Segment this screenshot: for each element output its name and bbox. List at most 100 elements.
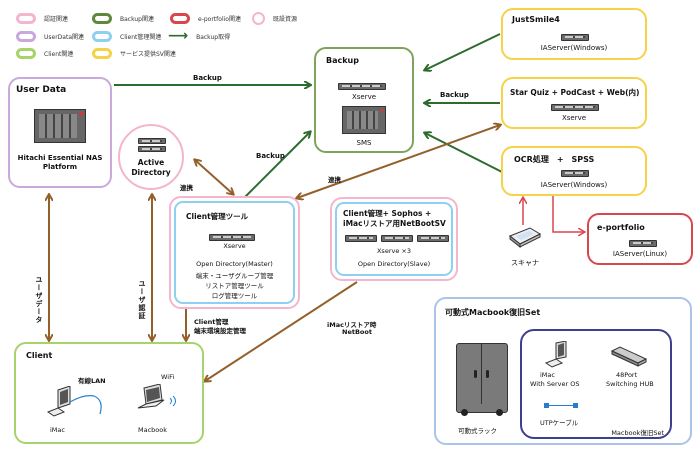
xserve-icon — [209, 234, 255, 241]
server-icon — [138, 146, 166, 152]
legend-swatch — [92, 31, 112, 42]
client-tool-server: Xserve — [223, 242, 246, 250]
scanner-label: スキャナ — [511, 259, 539, 267]
legend-label: Client管理関連 — [120, 34, 162, 41]
scanner-graphic — [509, 227, 542, 249]
server-icon — [629, 240, 657, 247]
backup-title: Backup — [326, 56, 359, 65]
legend-item-userdata: UserData関連 — [16, 31, 84, 42]
justsmile-title: JustSmile4 — [512, 15, 560, 24]
legend-swatch — [252, 12, 265, 25]
arrow-justsmile-to-backup — [425, 33, 501, 70]
imac-server-line1: iMac — [540, 371, 555, 379]
utp-label: UTPケーブル — [540, 419, 579, 427]
legend-item-existing: 既設資源 — [252, 12, 297, 25]
arrow-clienttool-to-backup — [244, 132, 310, 198]
client-sophos-node: Client管理+ Sophos + iMacリストア用NetBootSV Xs… — [335, 202, 453, 276]
legend-swatch — [16, 31, 36, 42]
legend-label: 既設資源 — [273, 16, 298, 23]
legend-swatch — [92, 13, 112, 24]
recovery-title: 可動式Macbook復旧Set — [445, 308, 541, 317]
recovery-inner-set: iMac With Server OS 48Port Switching HUB… — [520, 329, 672, 439]
sophos-title-line1: Client管理+ Sophos + — [343, 209, 432, 218]
client-tool-node-outer: Client管理ツール Xserve Open Directory(Master… — [169, 196, 300, 309]
starquiz-server-label: Xserve — [561, 114, 587, 122]
client-tool-line: リストア管理ツール — [205, 282, 264, 290]
legend-item-backup-get: ⟶ Backup取得 — [168, 28, 230, 44]
client-tool-node: Client管理ツール Xserve Open Directory(Master… — [174, 201, 295, 304]
xserve-icon — [551, 104, 599, 111]
starquiz-node: Star Quiz + PodCast + Web(内) Xserve — [501, 77, 647, 129]
edge-label-client-mgmt-2: 端末環境設定管理 — [194, 327, 246, 335]
sophos-server: Xserve ×3 — [376, 247, 411, 255]
edge-label-user-data: ユーザデータ — [35, 276, 43, 324]
arrow-sophos-client — [205, 281, 358, 381]
arrow-starquiz-clienttool-link — [297, 125, 500, 198]
macbook-icon — [137, 384, 176, 409]
ad-title-line2: Directory — [131, 168, 171, 177]
imac-server-icon — [544, 341, 567, 368]
client-tool-line: ログ管理ツール — [211, 292, 258, 300]
legend-swatch — [16, 48, 36, 59]
macbook-label: Macbook — [138, 426, 168, 434]
client-tool-line: Open Directory(Master) — [196, 260, 273, 268]
legend-label: 認証関連 — [44, 16, 69, 23]
legend-item-backup: Backup関連 — [92, 13, 154, 24]
recovery-set-node: 可動式Macbook復旧Set 可動式ラック iMac With Server … — [434, 297, 692, 445]
arrow-ad-clienttool-link — [195, 160, 233, 194]
edge-label-netboot-2: NetBoot — [342, 328, 372, 336]
backup-server-label: Xserve — [351, 93, 377, 101]
ocr-node: OCR処理 + SPSS IAServer(Windows) — [501, 146, 647, 196]
eportfolio-node: e-portfolio IAServer(Linux) — [587, 213, 693, 265]
server-icon — [561, 170, 589, 177]
edge-label-client-mgmt-1: Client管理 — [194, 318, 229, 326]
edge-label-netboot-1: iMacリストア時 — [327, 321, 377, 329]
user-data-title: User Data — [16, 85, 67, 95]
wifi-label: WiFi — [161, 373, 175, 381]
legend-label: UserData関連 — [44, 34, 85, 41]
xserve-icon — [381, 235, 413, 242]
edge-label-user-auth: ユーザ認証 — [138, 280, 146, 320]
user-data-node: User Data Hitachi Essential NAS Platform — [8, 77, 112, 188]
legend-label: e-portfolio関連 — [198, 16, 241, 23]
ocr-server-label: IAServer(Windows) — [540, 181, 608, 189]
client-title: Client — [26, 351, 53, 360]
rack-label: 可動式ラック — [458, 427, 497, 435]
sms-storage-icon — [342, 106, 386, 134]
arrow-right-icon: ⟶ — [168, 28, 189, 44]
utp-cable-icon — [544, 403, 578, 408]
eportfolio-title: e-portfolio — [597, 223, 645, 232]
nas-storage-icon — [34, 109, 86, 143]
xserve-icon — [417, 235, 449, 242]
client-tool-title: Client管理ツール — [186, 212, 249, 221]
ocr-title: OCR処理 + SPSS — [514, 155, 595, 164]
starquiz-title: Star Quiz + PodCast + Web(内) — [510, 88, 640, 97]
scanner-icon — [508, 226, 542, 249]
justsmile-server-label: IAServer(Windows) — [540, 44, 608, 52]
imac-server-line2: With Server OS — [530, 380, 580, 388]
switching-hub-icon — [610, 346, 648, 367]
server-icon — [138, 138, 166, 144]
recovery-inner-label: Macbook復旧Set — [611, 429, 664, 437]
legend-label: サービス提供SV関連 — [120, 51, 176, 58]
xserve-icon — [338, 83, 386, 90]
legend-item-service: サービス提供SV関連 — [92, 48, 176, 59]
edge-label-starquiz-link: 連携 — [328, 176, 341, 184]
xserve-icon — [345, 235, 377, 242]
edge-label-ad-link: 連携 — [180, 184, 193, 192]
rack-icon — [456, 343, 508, 416]
client-node: Client 有線LAN WiFi iMac Macbook — [14, 342, 204, 444]
legend-label: Client関連 — [44, 51, 74, 58]
imac-label: iMac — [50, 426, 65, 434]
legend-item-auth: 認証関連 — [16, 13, 68, 24]
legend-item-eportfolio: e-portfolio関連 — [170, 13, 241, 24]
eportfolio-server-label: IAServer(Linux) — [612, 250, 668, 258]
legend-item-clientmgmt: Client管理関連 — [92, 31, 161, 42]
sophos-role: Open Directory(Slave) — [357, 260, 431, 268]
wired-lan-label: 有線LAN — [78, 377, 106, 385]
justsmile-node: JustSmile4 IAServer(Windows) — [501, 8, 647, 60]
sms-label: SMS — [356, 139, 372, 147]
sophos-title-line2: iMacリストア用NetBootSV — [343, 219, 446, 228]
active-directory-node: Active Directory — [118, 124, 184, 190]
backup-node: Backup Xserve SMS — [314, 47, 414, 153]
